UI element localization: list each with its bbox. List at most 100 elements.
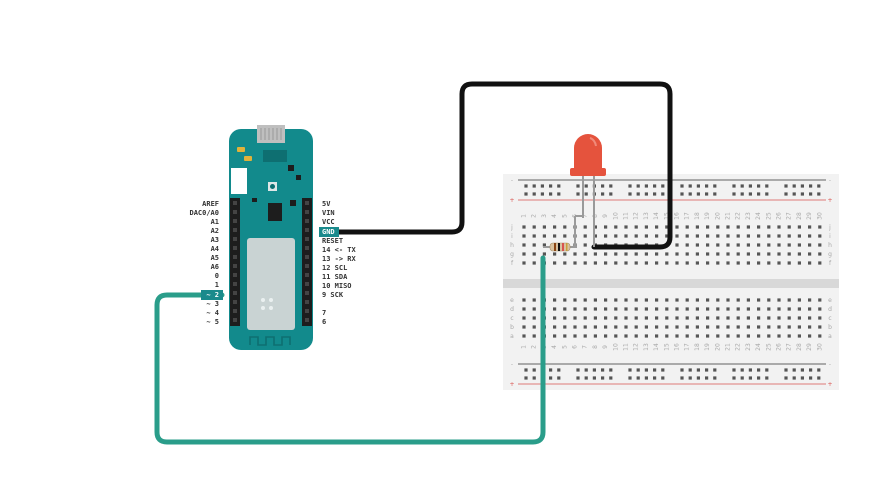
rail-hole[interactable] [792,192,796,196]
terminal-hole[interactable] [573,298,577,302]
terminal-hole[interactable] [726,298,730,302]
header-pin[interactable] [305,210,309,214]
rail-hole[interactable] [636,368,640,372]
terminal-hole[interactable] [593,234,597,238]
terminal-hole[interactable] [736,243,740,247]
terminal-hole[interactable] [553,298,557,302]
rail-hole[interactable] [524,368,528,372]
rail-hole[interactable] [748,368,752,372]
header-pin[interactable] [233,237,237,241]
header-pin[interactable] [305,246,309,250]
header-pin[interactable] [305,300,309,304]
terminal-hole[interactable] [634,316,638,320]
rail-hole[interactable] [680,192,684,196]
rail-hole[interactable] [705,192,709,196]
terminal-hole[interactable] [808,252,812,256]
terminal-hole[interactable] [767,252,771,256]
rail-hole[interactable] [809,376,813,380]
rail-hole[interactable] [792,376,796,380]
header-pin[interactable] [233,246,237,250]
terminal-hole[interactable] [614,307,618,311]
terminal-hole[interactable] [573,252,577,256]
terminal-hole[interactable] [665,298,669,302]
terminal-hole[interactable] [757,225,761,229]
terminal-hole[interactable] [604,252,608,256]
terminal-hole[interactable] [706,243,710,247]
terminal-hole[interactable] [695,234,699,238]
terminal-hole[interactable] [665,225,669,229]
rail-hole[interactable] [696,368,700,372]
rail-hole[interactable] [644,376,648,380]
terminal-hole[interactable] [716,298,720,302]
terminal-hole[interactable] [614,325,618,329]
terminal-hole[interactable] [685,243,689,247]
terminal-hole[interactable] [542,252,546,256]
terminal-hole[interactable] [644,316,648,320]
terminal-hole[interactable] [593,298,597,302]
terminal-hole[interactable] [787,234,791,238]
terminal-hole[interactable] [665,334,669,338]
terminal-hole[interactable] [665,316,669,320]
terminal-hole[interactable] [746,316,750,320]
terminal-hole[interactable] [522,225,526,229]
terminal-hole[interactable] [604,261,608,265]
rail-hole[interactable] [524,376,528,380]
terminal-hole[interactable] [593,261,597,265]
header-pin[interactable] [233,282,237,286]
rail-hole[interactable] [713,192,717,196]
header-pin[interactable] [233,228,237,232]
terminal-hole[interactable] [726,234,730,238]
terminal-hole[interactable] [808,225,812,229]
terminal-hole[interactable] [818,334,822,338]
terminal-hole[interactable] [624,234,628,238]
terminal-hole[interactable] [624,252,628,256]
terminal-hole[interactable] [522,334,526,338]
terminal-hole[interactable] [655,261,659,265]
terminal-hole[interactable] [563,325,567,329]
terminal-hole[interactable] [695,334,699,338]
rail-hole[interactable] [636,184,640,188]
rail-hole[interactable] [765,368,769,372]
rail-hole[interactable] [680,368,684,372]
terminal-hole[interactable] [777,252,781,256]
rail-hole[interactable] [576,192,580,196]
rail-hole[interactable] [609,376,613,380]
rail-hole[interactable] [809,184,813,188]
terminal-hole[interactable] [818,261,822,265]
terminal-hole[interactable] [665,325,669,329]
terminal-hole[interactable] [787,243,791,247]
rail-hole[interactable] [661,192,665,196]
rail-hole[interactable] [748,376,752,380]
terminal-hole[interactable] [522,298,526,302]
terminal-hole[interactable] [532,307,536,311]
terminal-hole[interactable] [573,334,577,338]
terminal-hole[interactable] [726,334,730,338]
terminal-hole[interactable] [746,261,750,265]
terminal-hole[interactable] [706,316,710,320]
terminal-hole[interactable] [746,234,750,238]
rail-hole[interactable] [549,192,553,196]
rail-hole[interactable] [653,368,657,372]
rail-hole[interactable] [705,376,709,380]
terminal-hole[interactable] [563,252,567,256]
rail-hole[interactable] [549,368,553,372]
terminal-hole[interactable] [695,225,699,229]
terminal-hole[interactable] [808,261,812,265]
rail-hole[interactable] [696,192,700,196]
terminal-hole[interactable] [675,325,679,329]
terminal-hole[interactable] [767,261,771,265]
rail-hole[interactable] [705,184,709,188]
terminal-hole[interactable] [563,298,567,302]
terminal-hole[interactable] [644,334,648,338]
header-pin[interactable] [233,255,237,259]
terminal-hole[interactable] [675,307,679,311]
rail-hole[interactable] [661,368,665,372]
terminal-hole[interactable] [797,252,801,256]
terminal-hole[interactable] [624,225,628,229]
rail-hole[interactable] [644,368,648,372]
rail-hole[interactable] [680,376,684,380]
terminal-hole[interactable] [604,307,608,311]
terminal-hole[interactable] [542,234,546,238]
terminal-hole[interactable] [706,298,710,302]
rail-hole[interactable] [713,368,717,372]
